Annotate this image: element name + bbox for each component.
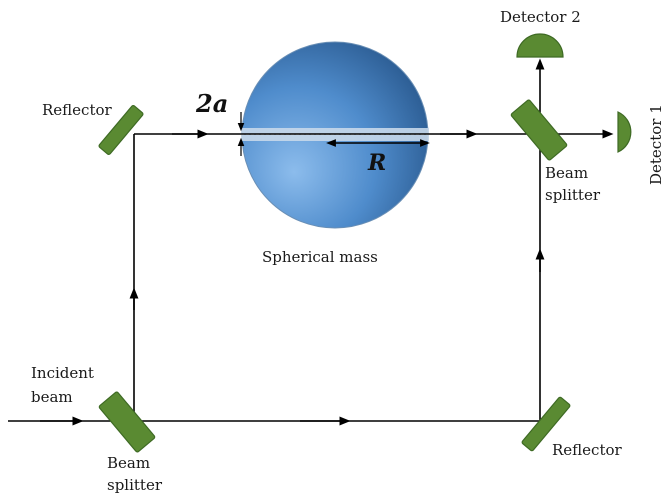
detector-2-label: Detector 2 bbox=[500, 8, 581, 26]
detector-1 bbox=[617, 111, 632, 153]
beam-splitter-top-label-line2: splitter bbox=[545, 186, 601, 204]
beam-splitter-bottom-label-line1: Beam bbox=[107, 454, 150, 472]
beam-splitter-top bbox=[510, 99, 568, 161]
detector-2 bbox=[516, 33, 564, 58]
reflector-top-label: Reflector bbox=[42, 101, 113, 119]
two-a-label: 2a bbox=[195, 89, 228, 118]
spherical-mass-label: Spherical mass bbox=[262, 248, 378, 266]
beam-splitter-bottom bbox=[98, 391, 156, 453]
reflector-bottom-label: Reflector bbox=[552, 441, 623, 459]
incident-label-line1: Incident bbox=[31, 364, 94, 382]
detector-1-label: Detector 1 bbox=[647, 104, 665, 185]
radius-label: R bbox=[367, 150, 386, 176]
beam-splitter-bottom-label-line2: splitter bbox=[107, 476, 163, 494]
reflector-bottom bbox=[521, 396, 571, 452]
beam-splitter-top-label-line1: Beam bbox=[545, 164, 588, 182]
incident-label-line2: beam bbox=[31, 388, 73, 406]
reflector-top bbox=[98, 105, 144, 155]
